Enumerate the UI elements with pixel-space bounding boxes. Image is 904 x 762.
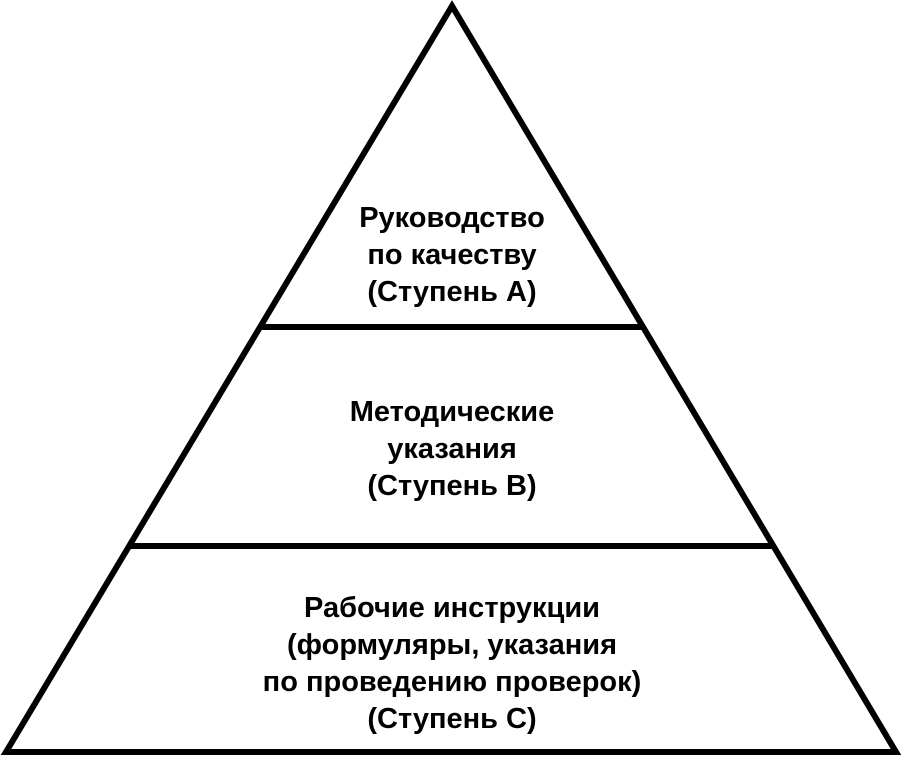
tier-b-label: Методические указания (Ступень В) bbox=[0, 394, 904, 505]
tier-c-line-2: (формуляры, указания bbox=[286, 629, 617, 661]
tier-a-label: Руководство по качеству (Ступень А) bbox=[0, 200, 904, 311]
tier-b-line-1: Методические bbox=[349, 396, 555, 428]
tier-c-line-4: (Ступень С) bbox=[367, 703, 537, 735]
tier-c-line-1: Рабочие инструкции bbox=[304, 592, 600, 624]
tier-a-line-3: (Ступень А) bbox=[367, 276, 537, 308]
tier-b-line-3: (Ступень В) bbox=[367, 470, 537, 502]
tier-a-line-1: Руководство bbox=[359, 202, 545, 234]
tier-a-line-2: по качеству bbox=[367, 239, 537, 271]
tier-c-line-3: по проведению проверок) bbox=[262, 666, 642, 698]
tier-b-line-2: указания bbox=[387, 433, 517, 465]
tier-c-label: Рабочие инструкции (формуляры, указания … bbox=[0, 590, 904, 738]
